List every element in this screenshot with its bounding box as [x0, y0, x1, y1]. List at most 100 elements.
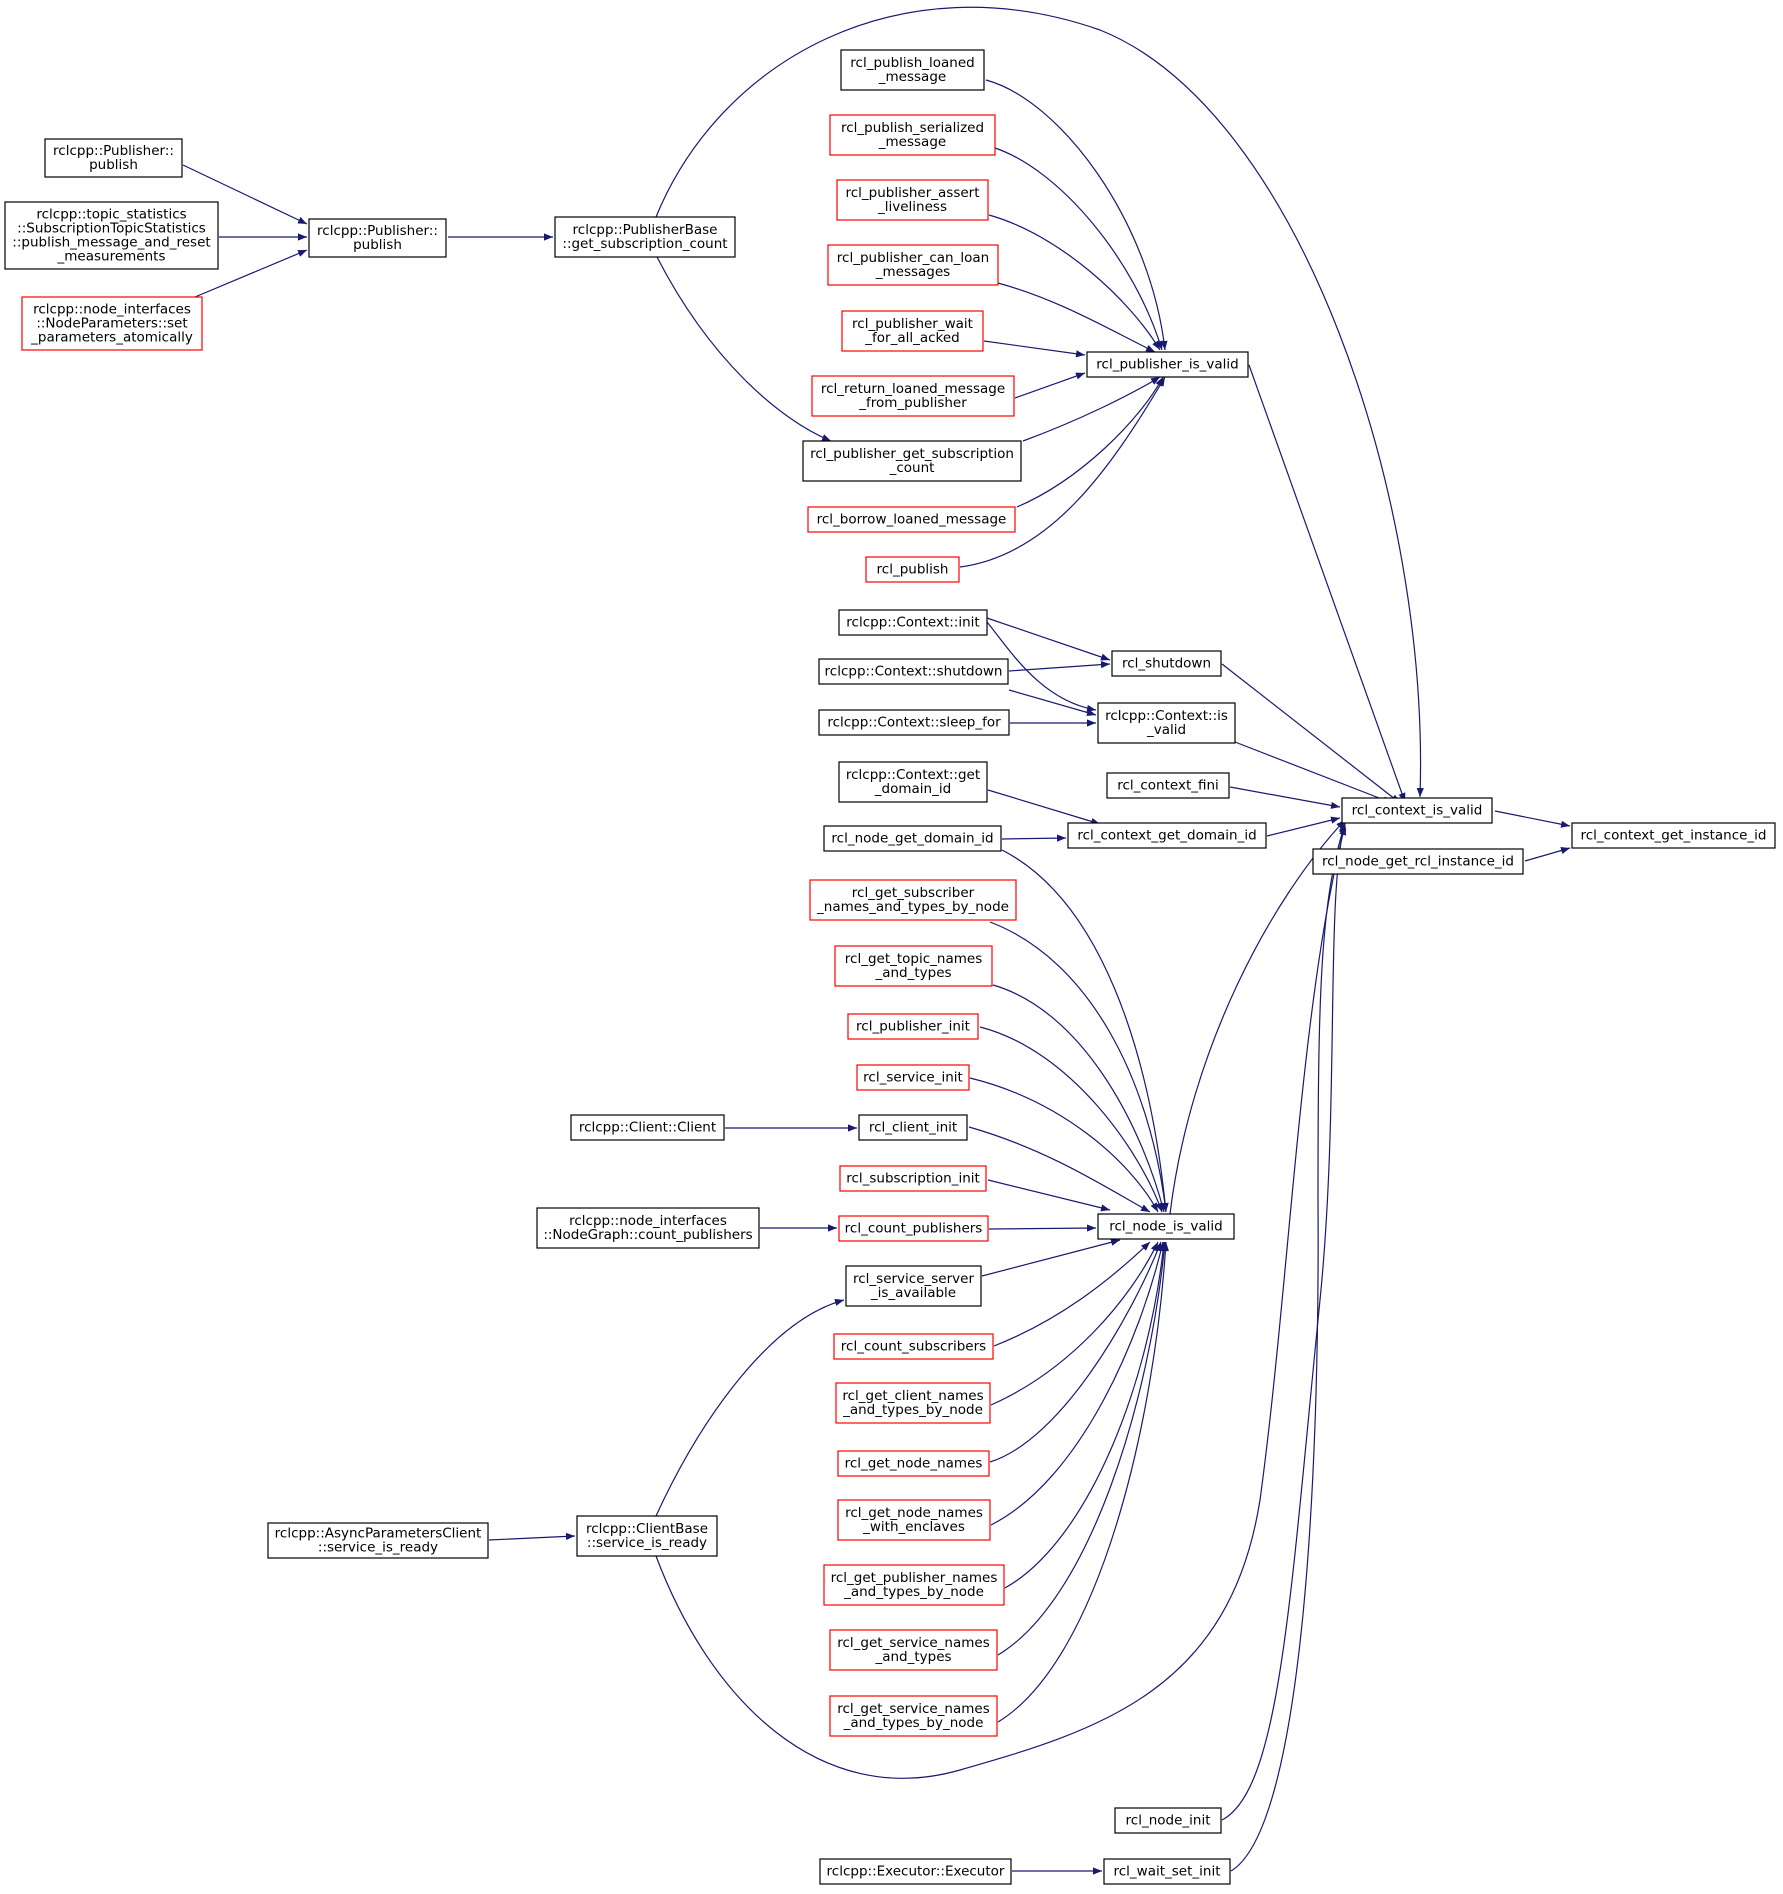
function-node-cpp-ctx-init[interactable]: rclcpp::Context::init [838, 609, 988, 636]
node-box [841, 310, 984, 352]
function-node-cpp-ctx-sleep[interactable]: rclcpp::Context::sleep_for [818, 709, 1010, 736]
function-node-count-pubs[interactable]: rcl_count_publishers [838, 1215, 989, 1242]
function-node-ctx-is-valid-cpp[interactable]: rclcpp::Context::is_valid [1097, 702, 1236, 744]
node-label: rcl_return_loaned_message [821, 381, 1005, 397]
function-node-pub-get-sub-count[interactable]: rcl_publisher_get_subscription_count [802, 440, 1022, 482]
node-label: ::service_is_ready [318, 1540, 438, 1556]
function-node-svc-avail[interactable]: rcl_service_server_is_available [845, 1265, 982, 1307]
node-label: rclcpp::node_interfaces [569, 1213, 727, 1229]
node-label: rcl_publisher_wait [852, 316, 973, 332]
function-node-ctx-fini[interactable]: rcl_context_fini [1106, 772, 1230, 799]
node-label: ::NodeGraph::count_publishers [543, 1227, 752, 1243]
function-node-cpp-pub-publish2[interactable]: rclcpp::Publisher::publish [44, 138, 183, 178]
node-label: rclcpp::Context::shutdown [825, 664, 1003, 680]
call-edge [979, 1026, 1163, 1213]
function-node-sub-init[interactable]: rcl_subscription_init [839, 1165, 987, 1192]
node-label: rcl_count_publishers [845, 1221, 983, 1237]
node-box [840, 49, 985, 91]
node-label: _and_types_by_node [842, 1402, 983, 1418]
function-node-node-rcl-inst[interactable]: rcl_node_get_rcl_instance_id [1312, 848, 1524, 875]
function-node-cpp-ctx-domain[interactable]: rclcpp::Context::get_domain_id [838, 761, 988, 803]
function-node-get-pub-names[interactable]: rcl_get_publisher_names_and_types_by_nod… [823, 1564, 1005, 1606]
node-label: _domain_id [874, 781, 951, 797]
node-box [1106, 772, 1230, 799]
node-label: rcl_get_publisher_names [831, 1570, 998, 1586]
function-node-pub-wait-acked[interactable]: rcl_publisher_wait_for_all_acked [841, 310, 984, 352]
function-node-count-subs[interactable]: rcl_count_subscribers [833, 1333, 994, 1360]
node-label: rclcpp::Executor::Executor [827, 1864, 1005, 1880]
function-node-get-svc-names-node[interactable]: rcl_get_service_names_and_types_by_node [829, 1695, 998, 1737]
function-node-set-params[interactable]: rclcpp::node_interfaces::NodeParameters:… [21, 296, 203, 351]
node-label: rcl_service_server [853, 1271, 974, 1287]
function-node-cpp-client[interactable]: rclcpp::Client::Client [570, 1114, 725, 1141]
function-node-pub-assert[interactable]: rcl_publisher_assert_liveliness [836, 179, 989, 221]
call-edge [1229, 786, 1341, 809]
node-label: rclcpp::Context::sleep_for [827, 715, 1001, 731]
function-node-client-init[interactable]: rcl_client_init [858, 1114, 968, 1141]
node-label: rcl_publish_serialized [841, 120, 984, 136]
node-label: rcl_count_subscribers [841, 1339, 986, 1355]
call-edge [969, 1077, 1159, 1213]
function-node-rcl-publish[interactable]: rcl_publish [865, 556, 960, 583]
function-node-rcl-shutdown[interactable]: rcl_shutdown [1111, 650, 1222, 677]
function-node-get-node-names-enc[interactable]: rcl_get_node_names_with_enclaves [837, 1499, 991, 1541]
node-box [44, 138, 183, 178]
call-edge [988, 1224, 1097, 1232]
function-node-target[interactable]: rcl_context_get_instance_id [1571, 822, 1776, 849]
function-node-get-node-names[interactable]: rcl_get_node_names [837, 1450, 990, 1477]
node-box [576, 1515, 718, 1557]
call-edge [655, 6, 1424, 798]
function-node-pub-init[interactable]: rcl_publisher_init [847, 1013, 979, 1040]
node-label: _messages [875, 264, 950, 280]
function-node-get-sub-names[interactable]: rcl_get_subscriber_names_and_types_by_no… [809, 879, 1017, 921]
function-node-borrow-loaned[interactable]: rcl_borrow_loaned_message [807, 506, 1016, 533]
function-node-ctx-valid[interactable]: rcl_context_is_valid [1341, 797, 1493, 824]
function-node-pubbase-count[interactable]: rclcpp::PublisherBase::get_subscription_… [554, 216, 736, 258]
function-node-clientbase-ready[interactable]: rclcpp::ClientBase::service_is_ready [576, 1515, 718, 1557]
node-box [809, 879, 1017, 921]
node-box [819, 1858, 1012, 1885]
call-edge [1266, 816, 1341, 837]
function-node-return-loaned[interactable]: rcl_return_loaned_message_from_publisher [811, 375, 1015, 417]
call-edge [988, 214, 1161, 351]
function-node-node-get-domain[interactable]: rcl_node_get_domain_id [823, 825, 1002, 852]
call-edge [1524, 847, 1571, 862]
function-node-async-params-ready[interactable]: rclcpp::AsyncParametersClient::service_i… [267, 1522, 489, 1559]
function-node-pub-is-valid[interactable]: rcl_publisher_is_valid [1086, 351, 1249, 378]
function-node-node-init[interactable]: rcl_node_init [1114, 1807, 1222, 1834]
node-box [856, 1064, 970, 1091]
function-node-node-is-valid[interactable]: rcl_node_is_valid [1097, 1213, 1235, 1240]
node-label: _and_types_by_node [843, 1715, 984, 1731]
function-node-pub-can-loan[interactable]: rcl_publisher_can_loan_messages [827, 244, 999, 286]
function-node-wait-set-init[interactable]: rcl_wait_set_init [1103, 1858, 1231, 1885]
function-node-pub-loaned[interactable]: rcl_publish_loaned_message [840, 49, 985, 91]
node-label: rclcpp::Publisher:: [53, 143, 174, 159]
function-node-cpp-pub-publish[interactable]: rclcpp::Publisher::publish [308, 218, 447, 258]
node-label: rcl_get_service_names [837, 1701, 990, 1717]
node-box [834, 945, 993, 987]
node-label: rclcpp::Client::Client [579, 1120, 716, 1136]
function-node-nodegraph-count[interactable]: rclcpp::node_interfaces::NodeGraph::coun… [536, 1207, 760, 1249]
function-node-topic-stats[interactable]: rclcpp::topic_statistics::SubscriptionTo… [4, 201, 219, 270]
function-node-cpp-executor[interactable]: rclcpp::Executor::Executor [819, 1858, 1012, 1885]
function-node-get-svc-names[interactable]: rcl_get_service_names_and_types [829, 1629, 998, 1671]
function-nodes: rcl_context_get_instance_id rcl_context_i… [4, 49, 1776, 1885]
node-label: rcl_service_init [863, 1070, 963, 1086]
function-node-get-topic-names[interactable]: rcl_get_topic_names_and_types [834, 945, 993, 987]
node-label: _for_all_acked [864, 330, 960, 346]
function-node-svc-init[interactable]: rcl_service_init [856, 1064, 970, 1091]
function-node-ctx-get-domain[interactable]: rcl_context_get_domain_id [1067, 822, 1267, 849]
node-box [837, 1450, 990, 1477]
node-box [838, 609, 988, 636]
node-label: _count [889, 460, 935, 476]
function-node-pub-serialized[interactable]: rcl_publish_serialized_message [829, 114, 996, 156]
function-node-get-client-names[interactable]: rcl_get_client_names_and_types_by_node [835, 1382, 991, 1424]
function-node-cpp-ctx-shutdown[interactable]: rclcpp::Context::shutdown [818, 658, 1009, 685]
node-label: _parameters_atomically [30, 330, 193, 346]
call-edge [987, 789, 1101, 825]
node-label: _message [878, 134, 946, 150]
node-label: rclcpp::AsyncParametersClient [275, 1526, 482, 1542]
node-box [4, 201, 219, 270]
node-box [858, 1114, 968, 1141]
